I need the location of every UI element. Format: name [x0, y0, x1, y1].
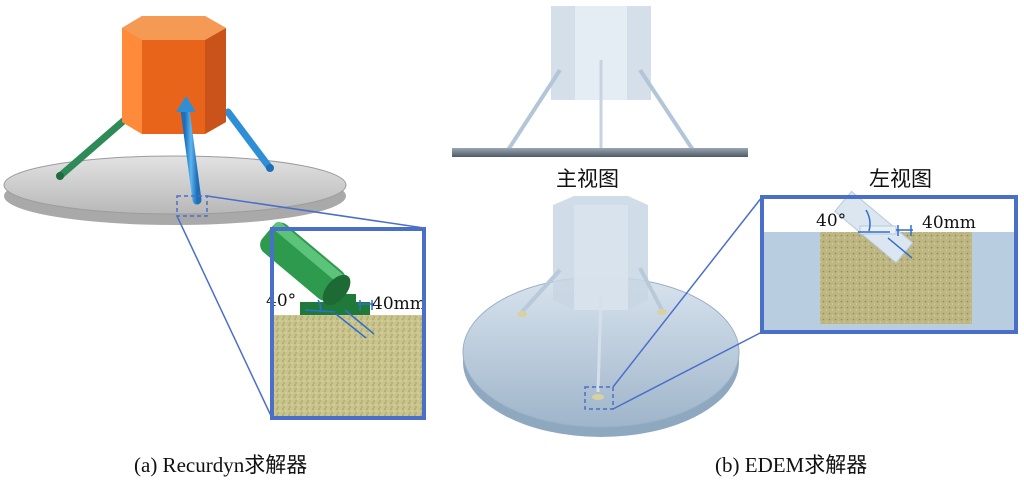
caption-b: (b) EDEM求解器	[715, 453, 867, 477]
panel-b-edem: 主视图 左视图	[452, 6, 1018, 477]
zoom-connector	[176, 215, 273, 419]
zoom-connector-b	[612, 196, 763, 388]
lander-legs	[56, 108, 274, 180]
ground-plate	[3, 155, 347, 225]
zoom-selection-box-b	[584, 386, 614, 410]
caption-a: (a) Recurdyn求解器	[134, 453, 307, 477]
inset-b-angle-label: 40°	[816, 211, 846, 231]
lander-body	[122, 16, 226, 134]
zoom-connector-b	[612, 331, 763, 410]
inset-recurdyn: 40° 40mm	[260, 221, 426, 420]
iso-view	[462, 196, 740, 437]
zoom-connector	[206, 195, 425, 229]
front-view-label: 主视图	[556, 167, 619, 191]
left-view-label: 左视图	[869, 167, 932, 191]
inset-edem: 40° 40mm	[760, 190, 1018, 334]
front-view	[452, 6, 748, 157]
inset-a-length-label: 40mm	[372, 294, 426, 314]
zoom-selection-box	[176, 195, 208, 217]
inset-b-length-label: 40mm	[922, 213, 976, 233]
panel-a-recurdyn: 40° 40mm (a) Recurdyn求解器	[3, 16, 426, 477]
front-leg	[176, 96, 202, 205]
